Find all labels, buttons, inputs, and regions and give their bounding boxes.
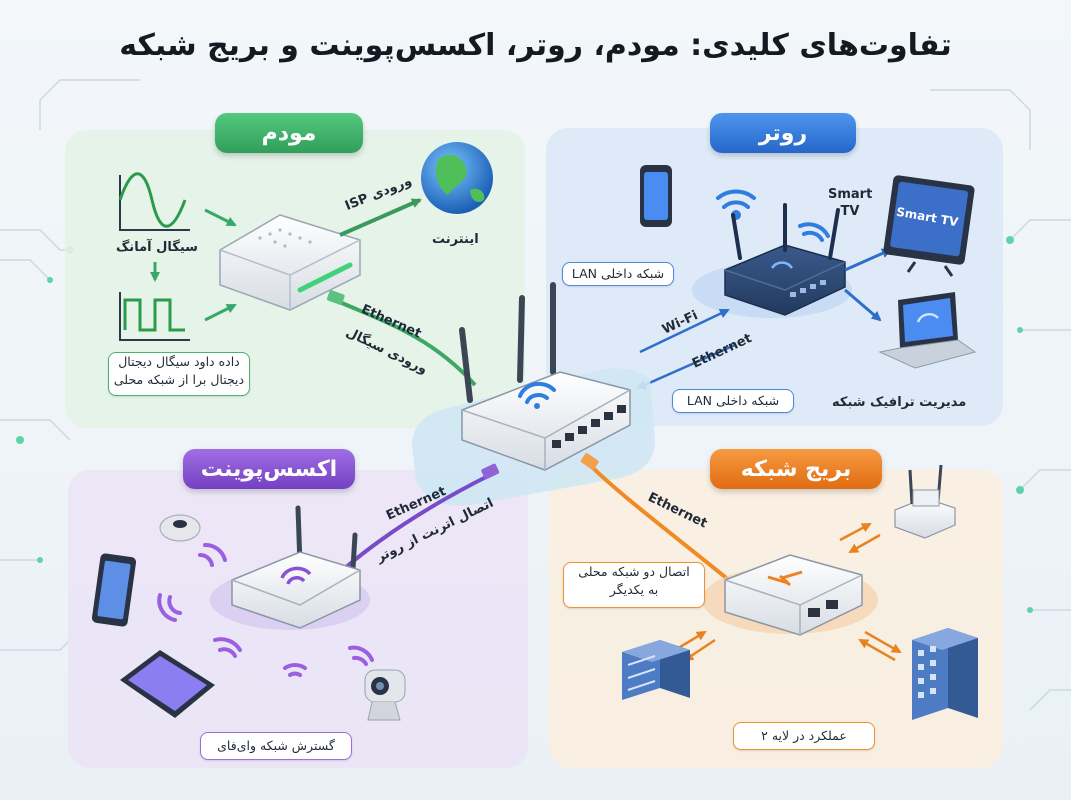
security-camera-icon (364, 669, 406, 721)
bridge-remote-ap-icon (894, 464, 956, 539)
ap-wifi-waves (157, 543, 374, 677)
smart-tv-icon (883, 175, 975, 277)
bridge-arrows (674, 522, 902, 662)
bridge-device-icon (702, 554, 878, 636)
wifi-signal-icon-2 (798, 222, 830, 242)
lan-internal-top-note: شبکه داخلی LAN (562, 262, 674, 286)
arrow-to-tv (844, 248, 892, 272)
office-building-icon (622, 640, 690, 700)
ethernet-link-arrow (636, 343, 736, 390)
ap-ethernet-cable (343, 473, 491, 570)
laptop-icon (878, 292, 977, 369)
modem-ethernet-plug (326, 290, 345, 305)
arrow-to-laptop (844, 288, 882, 322)
arrow-digital-to-modem (204, 303, 237, 322)
bridge-ethernet-plug (580, 453, 599, 470)
digital-wave-icon (119, 292, 190, 341)
access-point-section-label: اکسس‌پوینت (183, 449, 355, 489)
analog-signal-label: سیگال آمانگ (116, 240, 198, 255)
arrow-analog-to-modem (204, 208, 237, 227)
smart-speaker-icon (159, 514, 201, 542)
circuit-lines (0, 79, 1071, 711)
wifi-link-arrow (639, 308, 730, 354)
tower-building-icon (912, 628, 978, 720)
traffic-management-label: مدیریت ترافیک شبکه (832, 395, 967, 410)
bridge-connect-note: اتصال دو شبکه محلی به یکدیگر (563, 562, 705, 608)
access-point-device-icon (210, 505, 370, 630)
smartphone-icon (640, 165, 672, 227)
lan-internal-bottom-note: شبکه داخلی LAN (672, 389, 794, 413)
digital-data-note: داده داود سیگال دیجتال دیجتال برا از شبک… (108, 352, 250, 396)
internet-label: اینترنت (432, 232, 479, 247)
bridge-ethernet-cable (588, 463, 737, 587)
bridge-section-label: بریج شبکه (710, 449, 882, 489)
isp-arrow (339, 198, 422, 237)
digital-data-note-line1: داده داود سیگال دیجتال (118, 354, 240, 369)
bridge-connect-note-line2: به یکدیگر (609, 582, 659, 597)
router-section-label: روتر (710, 113, 856, 153)
ap-ethernet-plug (481, 463, 500, 480)
digital-data-note-line2: دیجتال برا از شبکه محلی (113, 372, 245, 387)
smart-tv-label: Smart TV (828, 187, 873, 219)
modem-section-label: مودم (215, 113, 363, 153)
globe-icon (421, 142, 493, 214)
layer2-note: عملکرد در لایه ۲ (733, 722, 875, 750)
ipad-icon (120, 650, 215, 718)
modem-ethernet-cable (334, 298, 477, 387)
analog-wave-icon (118, 172, 190, 231)
wifi-signal-icon (716, 189, 756, 220)
wifi-extension-note: گسترش شبکه وای‌فای (200, 732, 352, 760)
router-device-blue-icon (692, 203, 852, 318)
tablet-icon (91, 553, 137, 627)
modem-device-icon (219, 214, 361, 311)
page-title: تفاوت‌های کلیدی: مودم، روتر، اکسس‌پوینت … (119, 28, 952, 63)
bridge-connect-note-line1: اتصال دو شبکه محلی (578, 564, 690, 579)
